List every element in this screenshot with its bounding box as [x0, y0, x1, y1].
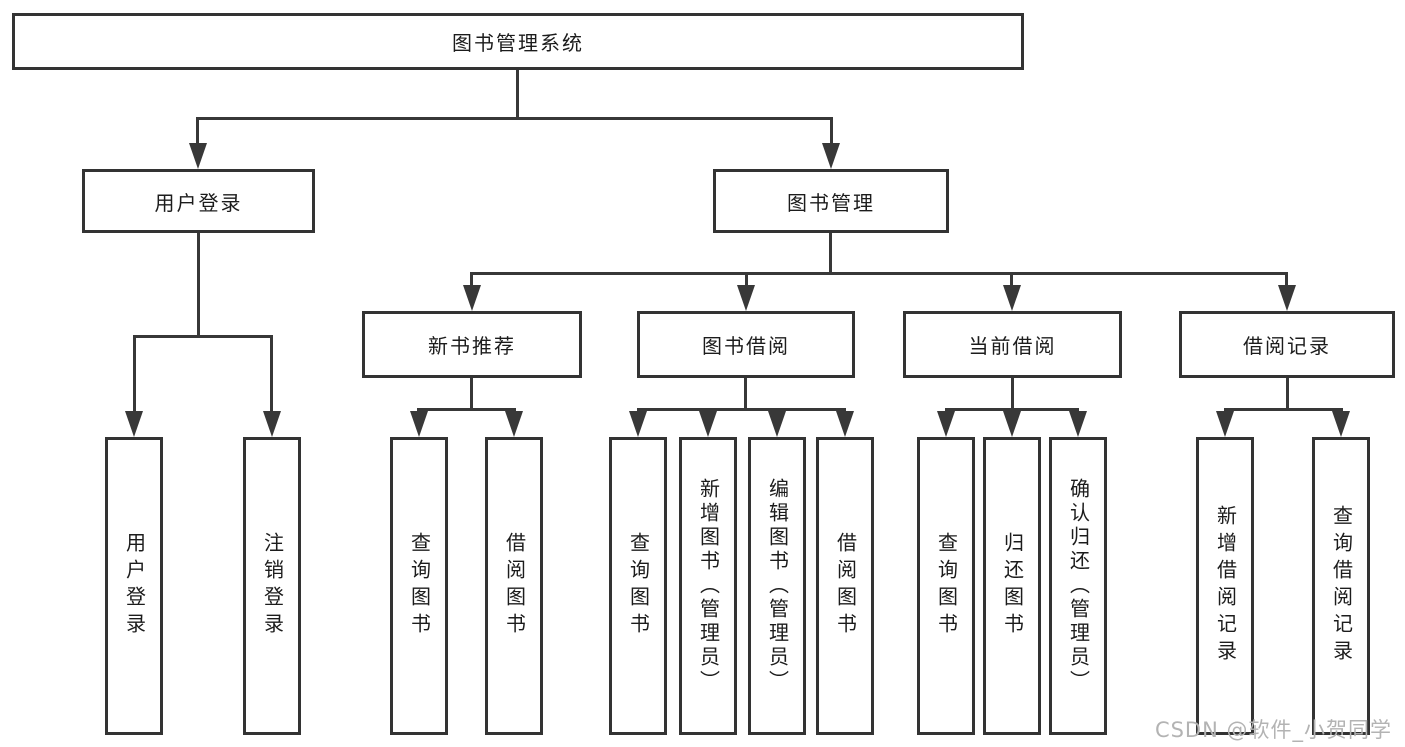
node-leaf-query-borrow-record: 查询借阅记录: [1312, 437, 1370, 735]
node-label: 确认归还（管理员）: [1066, 478, 1091, 694]
connector-mgmt-bar: [471, 272, 1288, 275]
node-leaf-logout: 注销登录: [243, 437, 301, 735]
node-label: 查询图书: [626, 532, 651, 640]
connector-login-stem: [197, 233, 200, 337]
arrow-down-icon: [1278, 285, 1296, 311]
connector-root-right-drop: [830, 117, 833, 143]
node-leaf-query-book-borrowing: 查询图书: [609, 437, 667, 735]
node-label: 归还图书: [1000, 532, 1025, 640]
node-leaf-return-book: 归还图书: [983, 437, 1041, 735]
arrow-down-icon: [1216, 411, 1234, 437]
node-leaf-query-book-recommend: 查询图书: [390, 437, 448, 735]
arrow-down-icon: [629, 411, 647, 437]
node-leaf-borrow-book-recommend: 借阅图书: [485, 437, 543, 735]
connector-records-stem: [1286, 378, 1289, 411]
arrow-down-icon: [189, 143, 207, 169]
node-leaf-query-book-current: 查询图书: [917, 437, 975, 735]
arrow-down-icon: [263, 411, 281, 437]
arrow-down-icon: [1003, 411, 1021, 437]
arrow-down-icon: [125, 411, 143, 437]
connector-borrow-bar: [637, 408, 846, 411]
arrow-down-icon: [1069, 411, 1087, 437]
arrow-down-icon: [410, 411, 428, 437]
node-leaf-confirm-return-admin: 确认归还（管理员）: [1049, 437, 1107, 735]
arrow-down-icon: [1003, 285, 1021, 311]
node-leaf-borrow-book: 借阅图书: [816, 437, 874, 735]
node-book-management: 图书管理: [713, 169, 949, 233]
node-user-login: 用户登录: [82, 169, 315, 233]
node-label: 新增图书（管理员）: [696, 478, 721, 694]
node-label: 图书管理: [787, 190, 875, 215]
arrow-down-icon: [699, 411, 717, 437]
connector-rec-stem: [470, 378, 473, 411]
connector-login-drop-2: [270, 335, 273, 411]
connector-current-stem: [1011, 378, 1014, 411]
node-leaf-user-login: 用户登录: [105, 437, 163, 735]
connector-root-left-drop: [196, 117, 199, 143]
arrow-down-icon: [505, 411, 523, 437]
node-book-borrowing: 图书借阅: [637, 311, 855, 378]
connector-records-bar: [1224, 408, 1343, 411]
node-new-book-recommend: 新书推荐: [362, 311, 582, 378]
node-label: 当前借阅: [968, 334, 1057, 358]
node-leaf-add-borrow-record: 新增借阅记录: [1196, 437, 1254, 735]
node-borrowing-records: 借阅记录: [1179, 311, 1395, 378]
node-label: 注销登录: [260, 532, 285, 640]
connector-mgmt-drop-2: [745, 272, 748, 285]
connector-root-bar: [197, 117, 833, 120]
node-label: 图书管理系统: [452, 31, 584, 55]
connector-current-bar: [945, 408, 1079, 411]
node-label: 借阅记录: [1243, 334, 1331, 358]
node-current-borrowing: 当前借阅: [903, 311, 1122, 378]
arrow-down-icon: [1332, 411, 1350, 437]
node-label: 借阅图书: [502, 532, 527, 640]
connector-login-drop-1: [133, 335, 136, 411]
node-library-management-system: 图书管理系统: [12, 13, 1024, 70]
node-label: 用户登录: [122, 532, 147, 640]
node-leaf-edit-book-admin: 编辑图书（管理员）: [748, 437, 806, 735]
csdn-watermark: CSDN @软件_小贺同学: [1154, 718, 1392, 742]
node-label: 新增借阅记录: [1213, 505, 1238, 667]
node-label: 查询图书: [934, 532, 959, 640]
node-leaf-add-book-admin: 新增图书（管理员）: [679, 437, 737, 735]
connector-mgmt-drop-1: [470, 272, 473, 285]
connector-borrow-stem: [744, 378, 747, 411]
arrow-down-icon: [463, 285, 481, 311]
node-label: 查询借阅记录: [1329, 505, 1354, 667]
arrow-down-icon: [937, 411, 955, 437]
node-label: 借阅图书: [833, 532, 858, 640]
node-label: 用户登录: [154, 190, 243, 215]
arrow-down-icon: [822, 143, 840, 169]
connector-mgmt-drop-3: [1010, 272, 1013, 285]
connector-root-stem: [516, 70, 519, 118]
connector-mgmt-stem: [829, 233, 832, 274]
node-label: 图书借阅: [702, 334, 790, 358]
arrow-down-icon: [836, 411, 854, 437]
arrow-down-icon: [737, 285, 755, 311]
node-label: 编辑图书（管理员）: [765, 478, 790, 694]
connector-login-bar: [133, 335, 273, 338]
connector-rec-bar: [417, 408, 516, 411]
node-label: 新书推荐: [428, 334, 516, 358]
arrow-down-icon: [768, 411, 786, 437]
node-label: 查询图书: [407, 532, 432, 640]
connector-mgmt-drop-4: [1285, 272, 1288, 285]
